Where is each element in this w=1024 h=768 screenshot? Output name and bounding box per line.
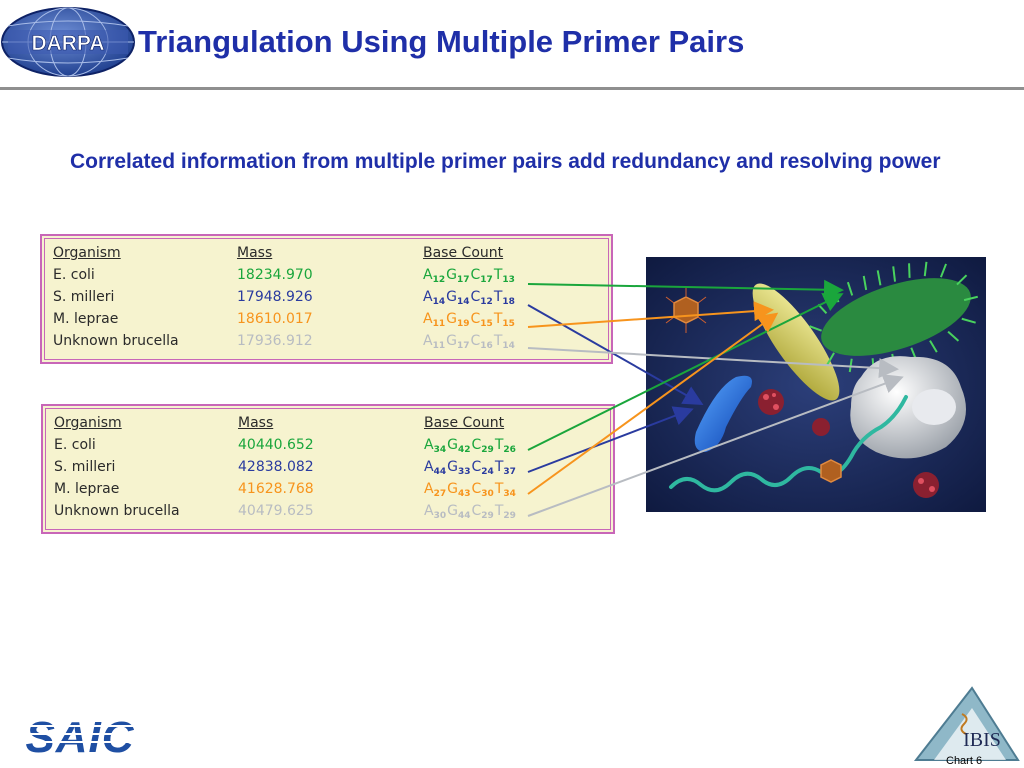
table-row: M. leprae 18610.017 A11G19C15T15 xyxy=(42,311,611,333)
organism-name: Unknown brucella xyxy=(53,333,179,349)
organism-name: M. leprae xyxy=(53,311,119,327)
base-count: A11G19C15T15 xyxy=(423,311,515,329)
header-base-count: Base Count xyxy=(423,245,504,261)
saic-logo-text: SAIC xyxy=(25,713,134,760)
darpa-logo: DARPA xyxy=(1,7,135,77)
table-row: M. leprae 41628.768 A27G43C30T34 xyxy=(43,481,613,503)
header-organism: Organism xyxy=(53,245,121,261)
table-row: S. milleri 42838.082 A44G33C24T37 xyxy=(43,459,613,481)
base-count: A27G43C30T34 xyxy=(424,481,516,499)
mass-value: 18234.970 xyxy=(237,267,313,283)
ibis-logo-text: IBIS xyxy=(963,729,1001,751)
table-row: Unknown brucella 17936.912 A11G17C16T14 xyxy=(42,333,611,355)
table-row: S. milleri 17948.926 A14G14C12T18 xyxy=(42,289,611,311)
table-row: E. coli 40440.652 A34G42C29T26 xyxy=(43,437,613,459)
primer-pair-table-1: Organism Mass Base Count E. coli 18234.9… xyxy=(40,234,613,364)
table-row: E. coli 18234.970 A12G17C17T13 xyxy=(42,267,611,289)
base-count: A34G42C29T26 xyxy=(424,437,516,455)
table-row: Unknown brucella 40479.625 A30G44C29T29 xyxy=(43,503,613,525)
organism-name: E. coli xyxy=(54,437,96,453)
slide-subtitle: Correlated information from multiple pri… xyxy=(70,150,941,173)
title-divider xyxy=(0,87,1024,90)
microorganisms-illustration xyxy=(646,257,986,512)
darpa-logo-text: DARPA xyxy=(31,32,104,55)
organism-name: M. leprae xyxy=(54,481,120,497)
mass-value: 42838.082 xyxy=(238,459,314,475)
slide-title: Triangulation Using Multiple Primer Pair… xyxy=(138,24,745,59)
header-base-count: Base Count xyxy=(424,415,505,431)
organism-name: S. milleri xyxy=(54,459,116,475)
organism-name: Unknown brucella xyxy=(54,503,180,519)
saic-logo: SAIC xyxy=(10,713,150,760)
header-mass: Mass xyxy=(237,245,273,261)
primer-pair-table-2: Organism Mass Base Count E. coli 40440.6… xyxy=(41,404,615,534)
mass-value: 40440.652 xyxy=(238,437,314,453)
mass-value: 18610.017 xyxy=(237,311,313,327)
page-number: Chart 6 xyxy=(946,755,983,767)
base-count: A12G17C17T13 xyxy=(423,267,515,285)
base-count: A30G44C29T29 xyxy=(424,503,516,521)
ibis-logo: IBIS xyxy=(913,686,1020,761)
mass-value: 17948.926 xyxy=(237,289,313,305)
header-organism: Organism xyxy=(54,415,122,431)
mass-value: 41628.768 xyxy=(238,481,314,497)
header-mass: Mass xyxy=(238,415,274,431)
mass-value: 17936.912 xyxy=(237,333,313,349)
organism-name: S. milleri xyxy=(53,289,115,305)
base-count: A11G17C16T14 xyxy=(423,333,515,351)
organism-name: E. coli xyxy=(53,267,95,283)
base-count: A44G33C24T37 xyxy=(424,459,516,477)
base-count: A14G14C12T18 xyxy=(423,289,515,307)
mass-value: 40479.625 xyxy=(238,503,314,519)
